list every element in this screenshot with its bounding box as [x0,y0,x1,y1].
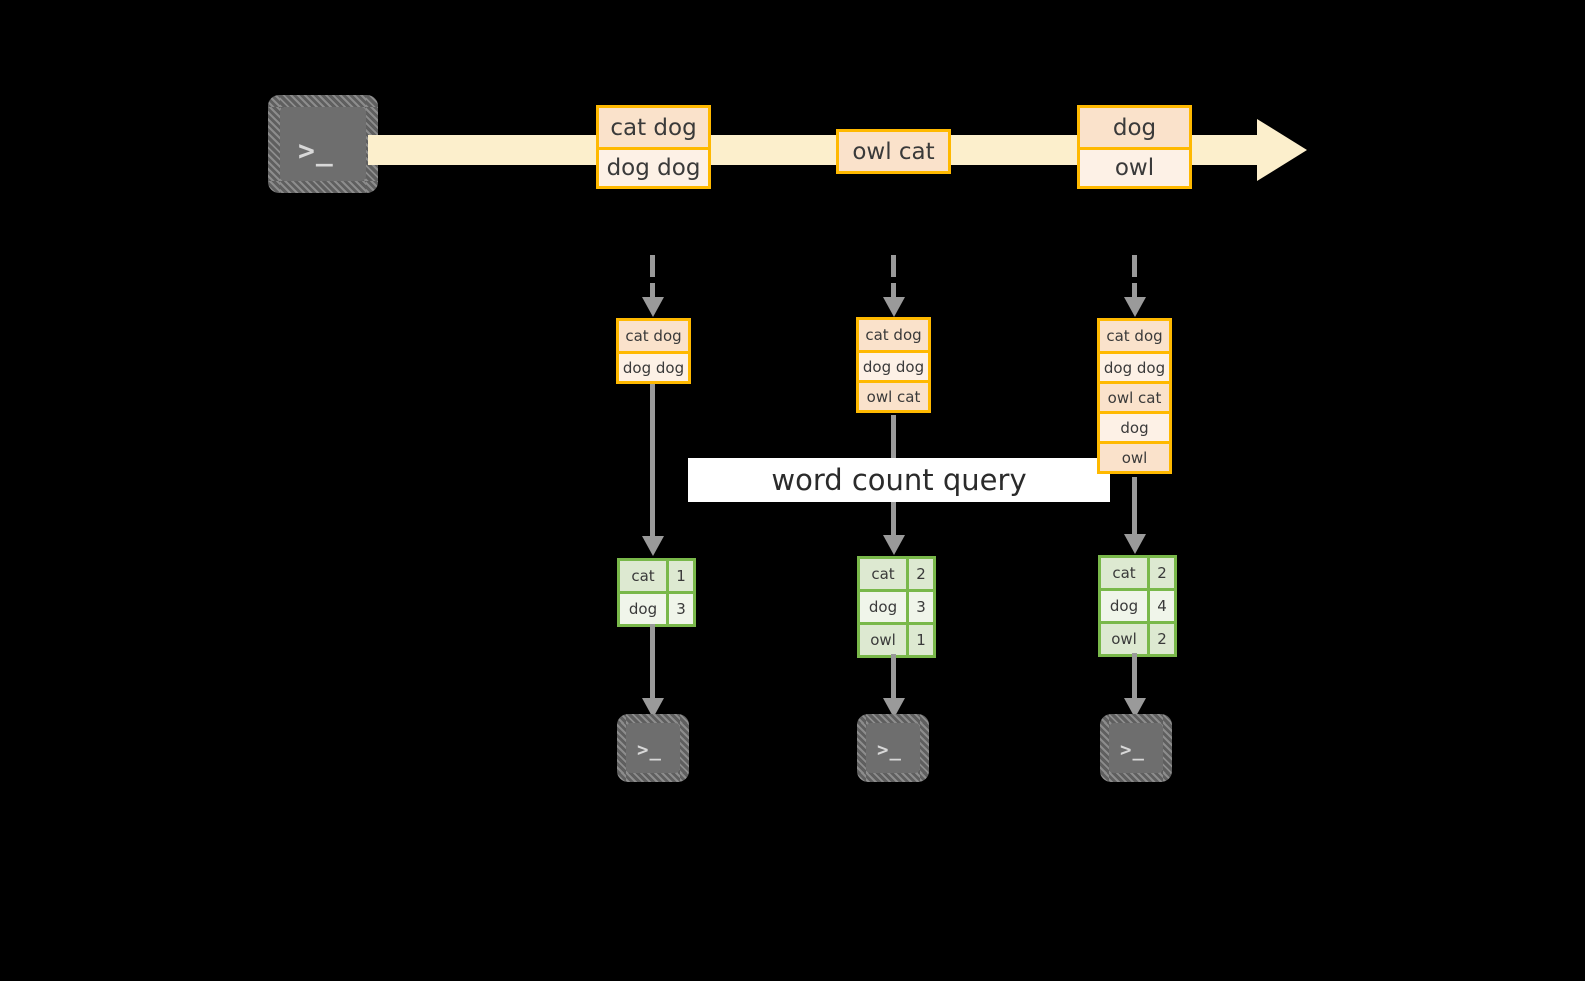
input-message-line: dog [1100,411,1169,441]
stream-message-batch-3: dog owl [1077,105,1192,189]
table-row: owl 1 [860,622,933,655]
snapshot-3-consumer-terminal-icon: >_ [1100,714,1172,782]
result-word: dog [1101,591,1147,621]
result-word: owl [1101,624,1147,654]
snapshot-2-result-table: cat 2 dog 3 owl 1 [857,556,936,658]
snapshot-2-consumer-terminal-icon: >_ [857,714,929,782]
table-row: dog 3 [620,591,693,624]
stream-message-line: cat dog [599,108,708,147]
connector-dash [891,283,896,300]
stream-to-input-connector [640,255,666,317]
input-message-line: cat dog [619,321,688,351]
result-word: dog [860,592,906,622]
snapshot-1-query-connector [640,384,666,559]
connector-arrowhead [1124,534,1146,554]
stream-message-line: owl [1080,147,1189,186]
input-message-line: owl cat [859,380,928,410]
terminal-screen [866,723,920,773]
table-row: cat 1 [620,561,693,591]
connector-dash [650,283,655,300]
table-row: dog 4 [1101,588,1174,621]
stream-to-input-connector [881,255,907,317]
terminal-prompt-glyph: >_ [637,739,662,761]
connector-dash [1132,255,1137,277]
connector-arrowhead [642,536,664,556]
result-count: 2 [1147,558,1174,588]
message-stream-arrowhead [1257,119,1307,181]
result-count: 3 [666,594,693,624]
snapshot-3-result-table: cat 2 dog 4 owl 2 [1098,555,1177,657]
snapshot-3-input-stack: cat dog dog dog owl cat dog owl [1097,318,1172,474]
input-message-line: cat dog [859,320,928,350]
snapshot-1-consumer-terminal-icon: >_ [617,714,689,782]
table-row: cat 2 [860,559,933,589]
producer-terminal-icon: >_ [268,95,378,193]
connector-arrowhead [883,535,905,555]
terminal-screen [1109,723,1163,773]
connector-arrowhead [642,698,664,718]
connector-line [650,624,655,702]
result-word: owl [860,625,906,655]
result-word: dog [620,594,666,624]
terminal-screen [626,723,680,773]
result-word: cat [860,559,906,589]
stream-message-batch-1: cat dog dog dog [596,105,711,189]
result-count: 1 [906,625,933,655]
connector-dash [650,255,655,277]
connector-line [891,654,896,702]
terminal-prompt-glyph: >_ [298,134,334,167]
query-banner: word count query [688,458,1110,502]
connector-arrowhead [1124,698,1146,718]
result-word: cat [620,561,666,591]
connector-line [650,384,655,540]
snapshot-2-input-stack: cat dog dog dog owl cat [856,317,931,413]
connector-dash [1132,283,1137,300]
table-row: dog 3 [860,589,933,622]
input-message-line: owl cat [1100,381,1169,411]
result-count: 4 [1147,591,1174,621]
connector-dash [891,255,896,277]
snapshot-3-query-connector [1122,477,1148,559]
connector-line [1132,477,1137,538]
terminal-prompt-glyph: >_ [1120,739,1145,761]
terminal-screen [280,107,366,181]
stream-message-batch-2: owl cat [836,129,951,174]
input-message-line: dog dog [619,351,688,381]
stream-to-input-connector [1122,255,1148,317]
input-message-line: dog dog [859,350,928,380]
result-count: 1 [666,561,693,591]
connector-arrowhead [1124,297,1146,317]
stream-message-line: dog [1080,108,1189,147]
snapshot-2-output-connector [881,654,907,720]
table-row: cat 2 [1101,558,1174,588]
connector-arrowhead [883,698,905,718]
result-count: 3 [906,592,933,622]
result-word: cat [1101,558,1147,588]
snapshot-1-input-stack: cat dog dog dog [616,318,691,384]
input-message-line: cat dog [1100,321,1169,351]
result-count: 2 [906,559,933,589]
snapshot-3-output-connector [1122,653,1148,720]
snapshot-1-result-table: cat 1 dog 3 [617,558,696,627]
table-row: owl 2 [1101,621,1174,654]
connector-arrowhead [642,297,664,317]
snapshot-1-output-connector [640,624,666,720]
input-message-line: dog dog [1100,351,1169,381]
result-count: 2 [1147,624,1174,654]
connector-line [1132,653,1137,702]
stream-message-line: dog dog [599,147,708,186]
input-message-line: owl [1100,441,1169,471]
query-label: word count query [771,463,1027,497]
stream-message-line: owl cat [839,132,948,171]
terminal-prompt-glyph: >_ [877,739,902,761]
connector-arrowhead [883,297,905,317]
